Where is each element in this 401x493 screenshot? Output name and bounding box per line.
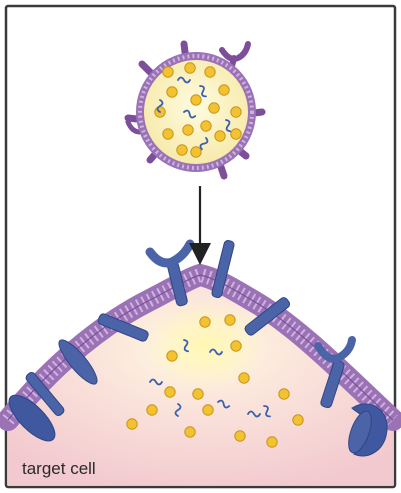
cargo-dot <box>147 405 157 415</box>
cargo-dot <box>239 373 249 383</box>
cargo-dot <box>219 85 229 95</box>
cargo-dot <box>293 415 303 425</box>
cargo-dot <box>191 147 201 157</box>
cargo-dot <box>203 405 213 415</box>
cargo-dot <box>279 389 289 399</box>
cargo-dot <box>267 437 277 447</box>
cargo-dot <box>215 131 225 141</box>
cargo-dot <box>201 121 211 131</box>
cargo-dot <box>191 95 201 105</box>
cargo-dot <box>200 317 210 327</box>
cargo-dot <box>163 129 173 139</box>
cargo-dot <box>235 431 245 441</box>
cargo-dot <box>163 67 173 77</box>
cargo-dot <box>231 129 241 139</box>
cargo-dot <box>183 125 193 135</box>
cargo-dot <box>167 351 177 361</box>
cargo-dot <box>225 315 235 325</box>
cargo-dot <box>193 389 203 399</box>
cargo-dot <box>177 145 187 155</box>
cargo-dot <box>185 427 195 437</box>
cargo-dot <box>231 107 241 117</box>
cargo-dot <box>127 419 137 429</box>
cargo-dot <box>185 63 195 73</box>
cargo-dot <box>165 387 175 397</box>
cargo-dot <box>167 87 177 97</box>
cargo-dot <box>209 103 219 113</box>
target-cell-label: target cell <box>22 459 96 478</box>
cargo-dot <box>205 67 215 77</box>
cargo-dot <box>231 341 241 351</box>
